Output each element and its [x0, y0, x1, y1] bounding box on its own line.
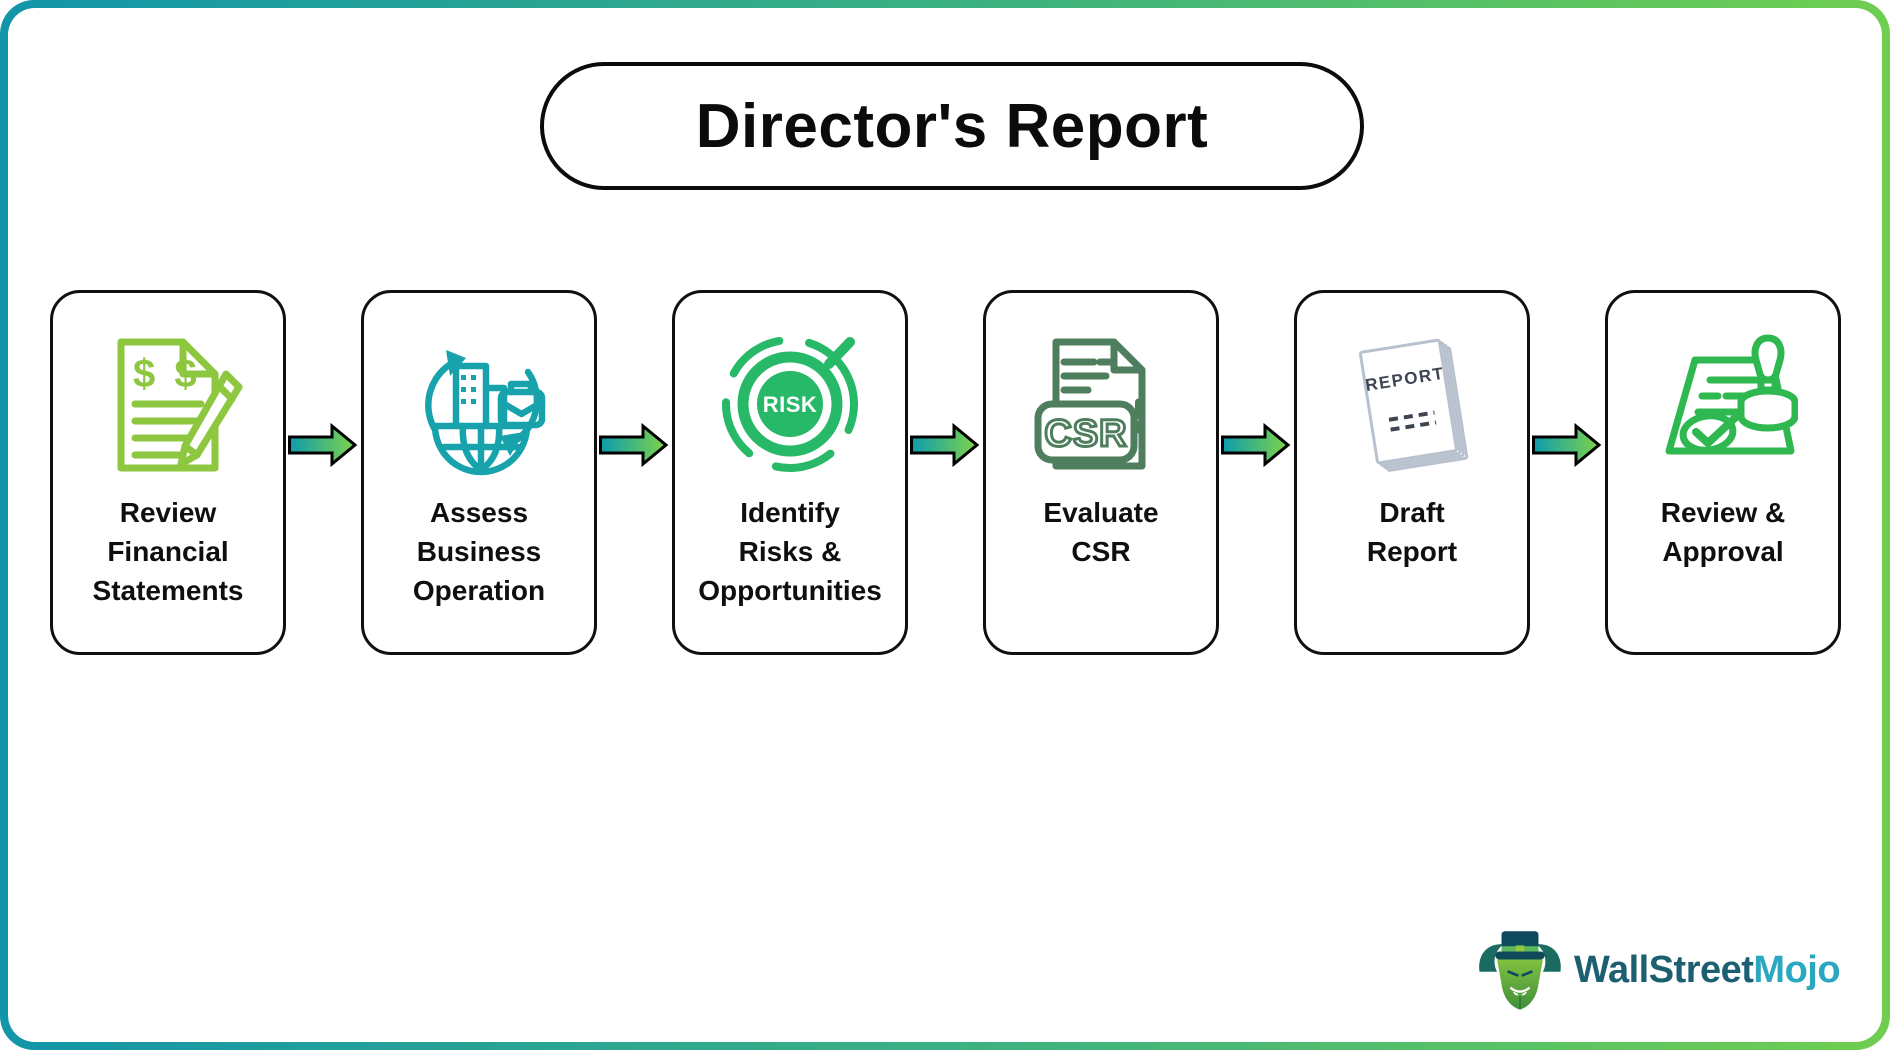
step-card-review-approval: Review & Approval [1605, 290, 1841, 655]
brand-text-primary: WallStreet [1574, 948, 1754, 991]
financial-statements-icon: $ $ [88, 321, 248, 489]
flow-arrow-icon [599, 422, 669, 468]
step-card-assess-business-operation: Assess Business Operation [361, 290, 597, 655]
page-title: Director's Report [695, 91, 1209, 161]
csr-label-glyph: CSR [1044, 413, 1127, 455]
business-operation-icon [399, 321, 559, 489]
step-card-evaluate-csr: CSR Evaluate CSR [983, 290, 1219, 655]
step-card-review-financial-statements: $ $ Review Financial Statements [50, 290, 286, 655]
step-label: Review Financial Statements [92, 497, 244, 606]
flow-arrow-icon [910, 422, 980, 468]
wallstreetmojo-logo: WallStreetMojo [1476, 926, 1841, 1014]
step-label: Assess Business Operation [412, 497, 546, 606]
step-label: Draft Report [1366, 497, 1458, 567]
flow-arrow-icon [288, 422, 358, 468]
flow-arrow-icon [1221, 422, 1291, 468]
step-label: Identify Risks & Opportunities [698, 497, 882, 606]
wallstreetmojo-wordmark: WallStreetMojo [1574, 948, 1841, 992]
brand-text-secondary: Mojo [1753, 948, 1841, 991]
risk-label-glyph: RISK [763, 392, 818, 417]
step-card-draft-report: REPORT Draft Report [1294, 290, 1530, 655]
step-label: Review & Approval [1660, 497, 1786, 567]
draft-report-icon: REPORT [1332, 321, 1492, 489]
dollar-signs-glyph: $ $ [133, 352, 201, 396]
flow-arrow-icon [1532, 422, 1602, 468]
step-card-identify-risks-opportunities: RISK Identify Risks & Opportunities [672, 290, 908, 655]
risk-gauge-icon: RISK [710, 321, 870, 489]
approval-stamp-icon [1643, 321, 1803, 489]
wallstreetmojo-bull-icon [1479, 931, 1561, 1010]
title-pill: Director's Report [540, 62, 1364, 190]
step-label: Evaluate CSR [1043, 497, 1159, 567]
csr-file-icon: CSR [1021, 321, 1181, 489]
